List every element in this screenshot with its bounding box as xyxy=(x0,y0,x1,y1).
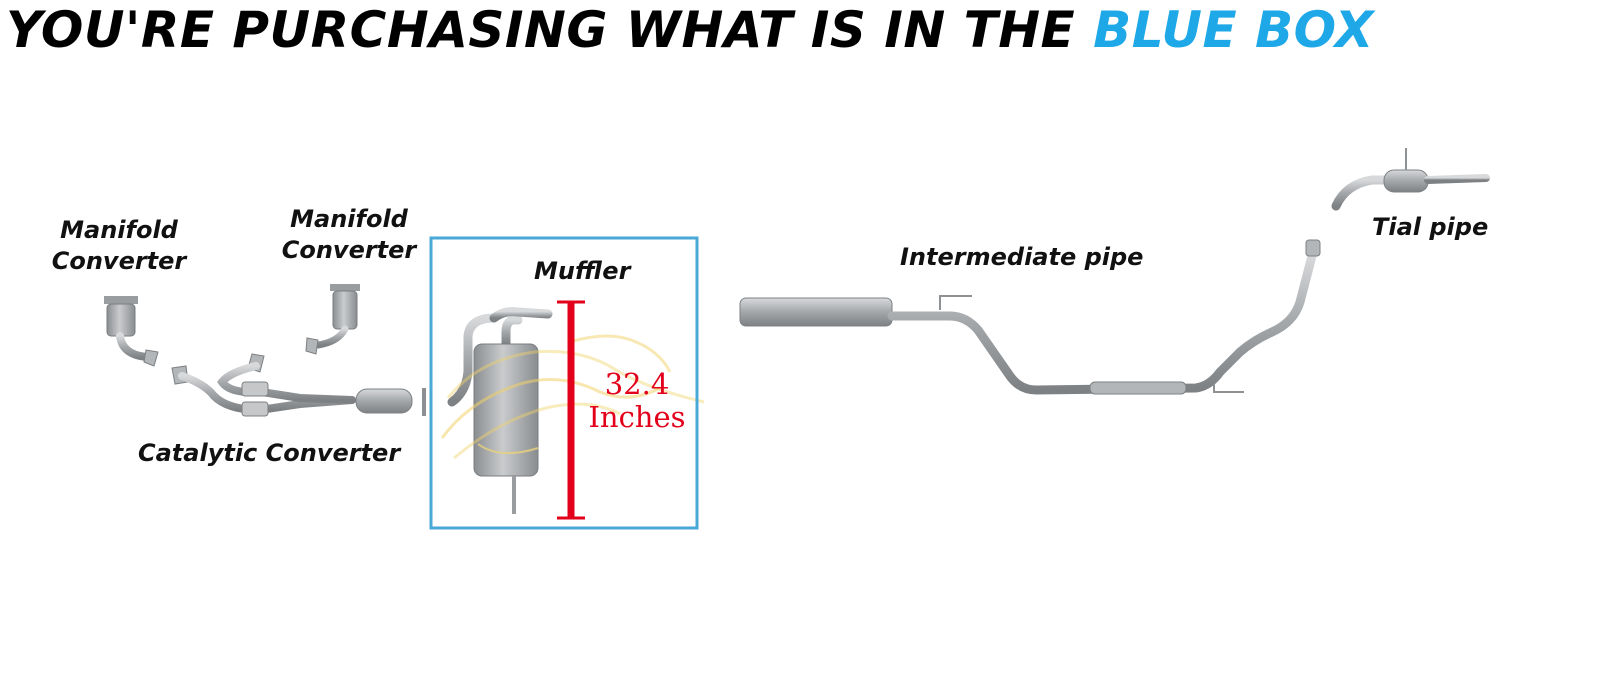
manifold-converter-right-part xyxy=(305,284,360,355)
manifold-converter-right-label: Manifold Converter xyxy=(274,204,424,266)
catalytic-converter-part xyxy=(171,353,426,417)
manifold-converter-left-part xyxy=(104,296,159,367)
manifold-converter-left-label: Manifold Converter xyxy=(44,215,194,277)
intermediate-pipe-part xyxy=(714,239,1321,395)
manifold-converter-left-line1: Manifold xyxy=(60,216,178,244)
tail-pipe-label: Tial pipe xyxy=(1372,213,1489,241)
muffler-label: Muffler xyxy=(534,257,631,285)
measurement-value: 32.4 xyxy=(604,367,670,401)
headline: YOU'RE PURCHASING WHAT IS IN THE BLUE BO… xyxy=(6,2,1596,62)
measurement-unit: Inches xyxy=(588,400,686,434)
headline-text: YOU'RE PURCHASING WHAT IS IN THE xyxy=(6,1,1076,59)
length-measurement-bar xyxy=(557,300,585,520)
manifold-converter-left-line2: Converter xyxy=(51,247,187,275)
intermediate-pipe-label: Intermediate pipe xyxy=(900,243,1144,271)
tail-pipe-part xyxy=(1331,148,1490,211)
headline-accent: BLUE BOX xyxy=(1093,1,1374,59)
manifold-converter-right-line1: Manifold xyxy=(290,205,408,233)
measurement-label: 32.4 Inches xyxy=(582,368,692,434)
blue-selection-box xyxy=(429,236,699,530)
muffler-part xyxy=(440,307,705,514)
manifold-converter-right-line2: Converter xyxy=(281,236,417,264)
catalytic-converter-label: Catalytic Converter xyxy=(138,439,401,467)
